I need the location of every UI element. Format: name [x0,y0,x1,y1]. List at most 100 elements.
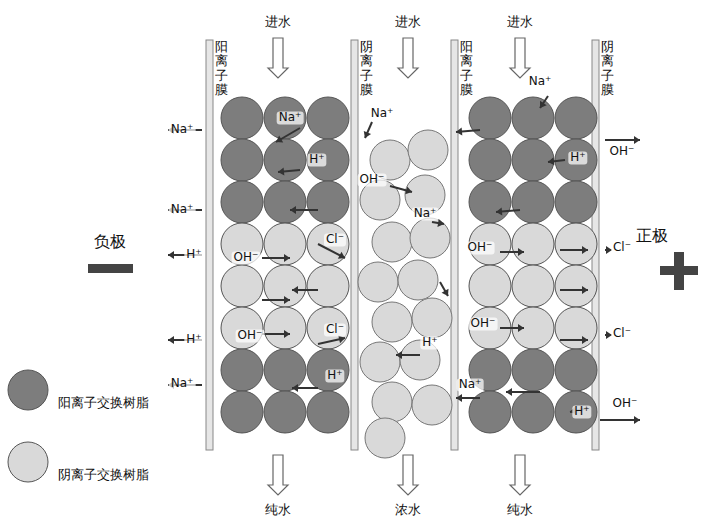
resin-bead [221,391,263,433]
arrow-head [338,252,345,259]
arrow-head [338,335,345,343]
arrow-head [582,336,588,344]
resin-bead [398,260,438,300]
flow-arrow [510,455,530,495]
membrane-label: 阳离子膜 [215,40,228,97]
resin-bead [264,139,306,181]
ion-label: H⁺ [184,248,203,261]
resin-bead [221,307,263,349]
resin-bead [512,349,554,391]
ion-label: Na⁺ [169,377,196,390]
ion-label: H⁺ [568,151,587,164]
flow-label: 负极 [94,233,126,251]
ion-label: OH⁻ [232,251,261,264]
membrane-label: 阴离子膜 [601,40,614,97]
resin-bead [512,223,554,265]
flow-arrow [398,455,418,495]
ion-label: Cl⁻ [324,233,346,246]
membrane-label: 阴离子膜 [360,40,373,97]
arrow-head [284,296,290,304]
resin-bead [221,181,263,223]
ion-label: H⁺ [325,369,344,382]
resin-bead [264,307,306,349]
arrow-head [506,388,512,396]
ion-label: OH⁻ [469,317,498,330]
flow-label: 进水 [265,15,291,29]
arrow-head [284,254,290,262]
resin-bead [512,181,554,223]
resin-bead [555,349,597,391]
resin-bead [469,97,511,139]
resin-bead [307,139,349,181]
membrane: 阴离子膜 [360,40,373,97]
flow-arrow [268,38,288,78]
ion-label: Na⁺ [412,207,439,220]
resin-bead [307,391,349,433]
resin-bead [307,181,349,223]
resin-bead [469,139,511,181]
ion-label: OH⁻ [466,241,495,254]
arrow-head [518,248,524,256]
arrow-head [364,131,371,138]
ion-label: OH⁻ [358,173,387,186]
arrow-head [396,351,402,359]
resin-bead [264,97,306,139]
resin-bead [555,307,597,349]
minus-sign [88,264,133,273]
resin-bead [512,307,554,349]
resin-bead [221,97,263,139]
flow-label: 进水 [395,15,421,29]
arrow-head [437,219,444,227]
arrow-head [582,286,588,294]
arrow-head [518,324,524,332]
resin-bead [410,218,450,258]
ion-arrow [440,282,448,296]
resin-bead [555,181,597,223]
flow-label: 进水 [507,15,533,29]
resin-bead [221,139,263,181]
ion-label: Cl⁻ [324,323,346,336]
resin-bead [512,265,554,307]
ion-label: OH⁻ [236,329,265,342]
legend-text: 阳离子交换树脂 [58,394,149,412]
membrane-strip [351,40,358,450]
arrow-head [292,384,298,392]
ion-label: Na⁺ [369,107,396,120]
resin-bead [307,97,349,139]
resin-bead [512,139,554,181]
legend-text: 阴离子交换树脂 [58,466,149,484]
arrow-head [548,157,554,165]
membrane-strip [206,40,213,450]
ion-label: Na⁺ [457,378,484,391]
membrane: 阴离子膜 [601,40,614,97]
membrane: 阳离子膜 [215,40,228,97]
resin-bead [264,181,306,223]
arrow-head [278,167,284,175]
arrow-head [292,286,298,294]
arrow-head [540,101,547,108]
resin-bead [360,342,400,382]
resin-bead [372,382,412,422]
resin-bead [555,391,597,433]
ion-label: H⁺ [307,153,326,166]
resin-bead [264,391,306,433]
arrow-head [634,416,640,424]
ion-label: Na⁺ [169,203,196,216]
ion-label: H⁺ [572,405,591,418]
membrane: 阳离子膜 [460,40,473,97]
arrow-head [496,208,502,216]
arrow-head [290,206,296,214]
resin-bead [365,418,405,458]
resin-bead [358,262,398,302]
ion-arrow [540,96,548,108]
flow-label: 浓水 [395,503,421,517]
flow-label: 正极 [636,227,668,245]
resin-bead [408,130,448,170]
resin-bead [221,349,263,391]
resin-bead [412,385,452,425]
resin-bead [555,97,597,139]
ion-label: OH⁻ [608,145,637,158]
resin-bead [264,349,306,391]
